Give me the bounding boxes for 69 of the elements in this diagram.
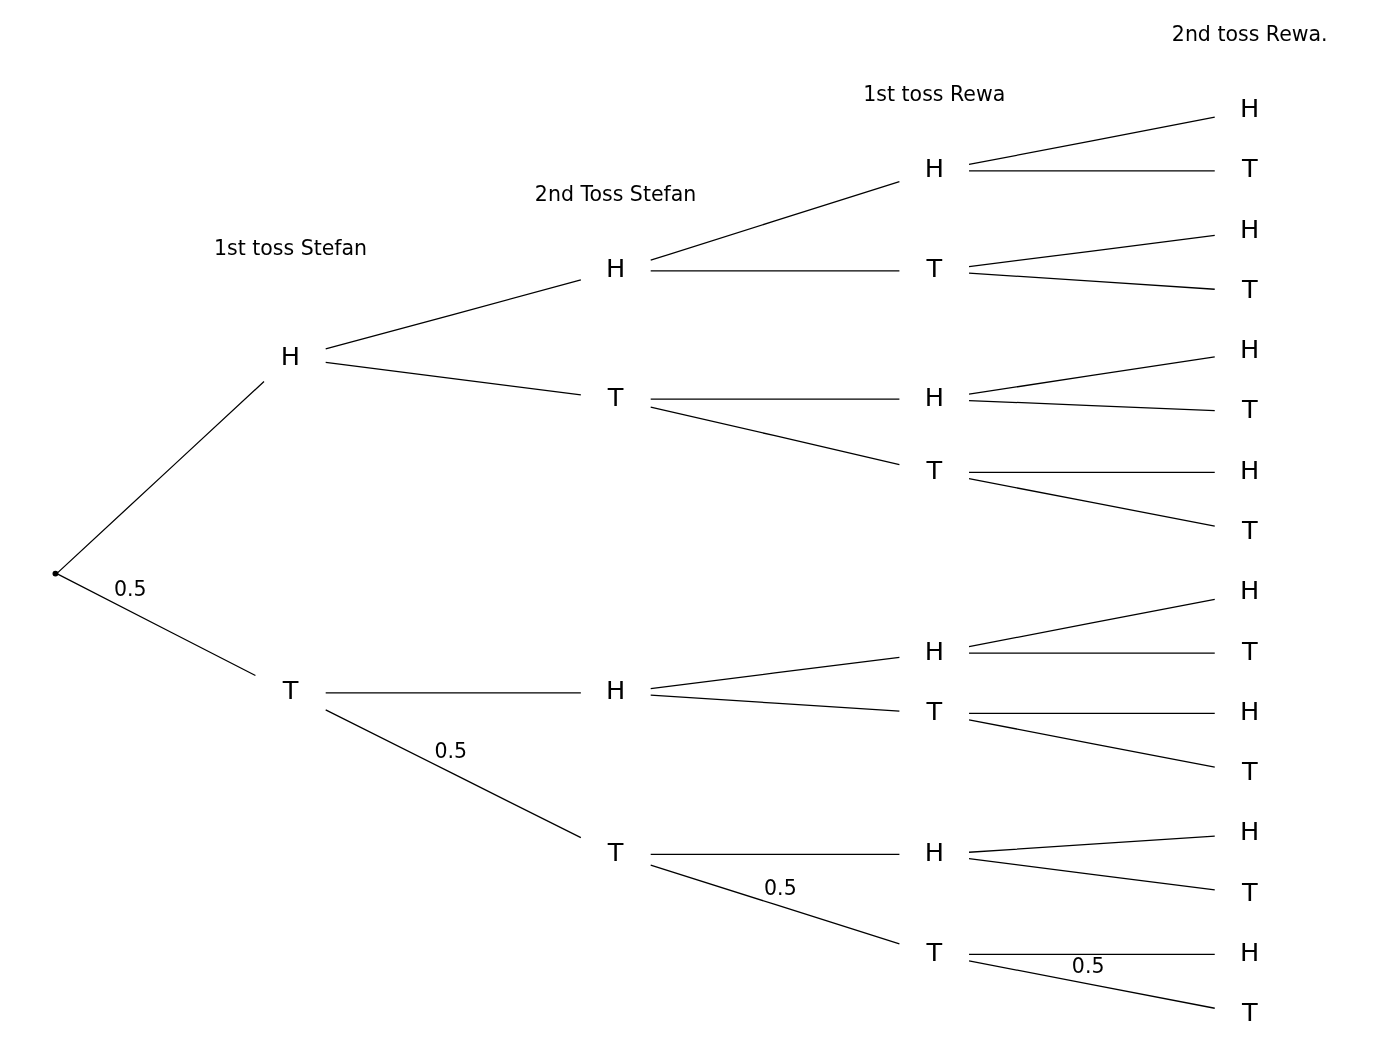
node-text: H	[924, 381, 944, 412]
connector	[967, 272, 1215, 290]
node-text: H	[1239, 936, 1259, 967]
node-text: T	[607, 381, 623, 412]
connector	[967, 953, 1215, 956]
label: 1st toss Stefan	[213, 236, 367, 261]
node-text: T	[1241, 153, 1258, 184]
node-text: T	[1241, 997, 1258, 1028]
node-text: T	[925, 695, 942, 726]
node-text: T	[1241, 394, 1258, 425]
connector	[967, 234, 1215, 268]
node-text: T	[1241, 635, 1258, 666]
connector	[649, 406, 900, 466]
node-text: H	[1239, 334, 1259, 365]
connector	[649, 180, 900, 261]
connector	[649, 694, 900, 712]
connector	[649, 853, 900, 856]
connector	[967, 356, 1215, 395]
connector	[56, 573, 256, 677]
node-text: T	[607, 836, 623, 867]
connector	[324, 361, 581, 396]
node-text: T	[1241, 756, 1258, 787]
connector	[967, 170, 1215, 172]
node-text: T	[925, 936, 942, 967]
connector	[324, 692, 581, 694]
edge-label: 0.5	[763, 876, 797, 901]
node-text: H	[1239, 575, 1259, 606]
node-text: H	[280, 340, 300, 371]
connector	[967, 719, 1215, 768]
connector	[967, 858, 1215, 891]
connector	[649, 656, 900, 690]
node-text: H	[1239, 213, 1259, 244]
node-text: H	[1239, 93, 1259, 124]
node-text: H	[605, 675, 625, 706]
connector	[56, 380, 265, 574]
node-text: T	[925, 454, 942, 485]
connector	[649, 864, 900, 945]
node-text: T	[282, 675, 298, 706]
node-text: H	[924, 153, 944, 184]
connector	[967, 478, 1215, 527]
node-text: T	[1241, 514, 1258, 545]
node-text: H	[1239, 454, 1259, 485]
node-text: H	[605, 253, 625, 284]
node-point	[52, 570, 58, 577]
connector	[967, 712, 1215, 714]
connector	[967, 399, 1215, 412]
connector	[324, 279, 581, 350]
node-text: T	[1241, 273, 1258, 304]
node-text: H	[1239, 816, 1259, 847]
connector	[967, 652, 1215, 654]
connector	[324, 709, 581, 839]
node-text: T	[1241, 876, 1258, 907]
connector	[967, 471, 1215, 473]
edge-label: 0.5	[1071, 954, 1104, 979]
label: 1st toss Rewa	[862, 82, 1005, 107]
connector	[967, 598, 1215, 648]
node-text: T	[925, 253, 942, 284]
edge-label: 0.5	[113, 577, 147, 602]
node-text: H	[924, 836, 944, 867]
connector	[649, 270, 900, 272]
connector	[967, 960, 1215, 1009]
edge-label: 0.5	[434, 739, 467, 763]
connector	[967, 116, 1215, 166]
label: 2nd Toss Stefan	[534, 182, 696, 207]
node-text: H	[1239, 695, 1259, 726]
label: 2nd toss Rewa.	[1171, 22, 1328, 47]
node-text: H	[924, 635, 944, 666]
connector	[967, 835, 1215, 853]
connector	[649, 398, 900, 400]
